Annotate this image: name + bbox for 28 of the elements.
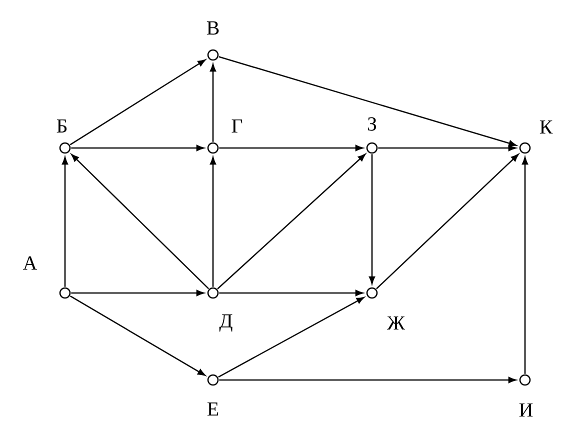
arrow <box>210 64 216 142</box>
arrow <box>71 154 210 290</box>
arrow <box>71 290 204 296</box>
arrow <box>219 376 516 384</box>
vertex-label: З <box>368 117 376 131</box>
arrow <box>62 156 68 287</box>
vertex-label: Д <box>219 314 232 332</box>
arrow <box>522 156 528 374</box>
arrow <box>70 296 206 376</box>
arrow <box>217 154 366 290</box>
vertex-label: К <box>540 120 553 134</box>
arrow <box>378 144 516 152</box>
arrow <box>376 154 519 290</box>
arrow <box>71 144 204 152</box>
vertex-label: Ж <box>387 316 405 330</box>
arrow <box>219 290 364 296</box>
vertex-label: Е <box>207 402 218 416</box>
arrow <box>218 56 517 146</box>
vertex-label: А <box>22 256 38 270</box>
vertex-label: Г <box>232 119 242 133</box>
vertex-label: В <box>206 21 219 35</box>
arrow <box>70 59 206 146</box>
arrow <box>218 296 364 378</box>
arrow <box>219 144 364 152</box>
arrow <box>210 156 216 287</box>
vertex-label: Б <box>56 119 67 133</box>
arrow <box>368 154 376 284</box>
vertex-label: И <box>519 403 533 417</box>
